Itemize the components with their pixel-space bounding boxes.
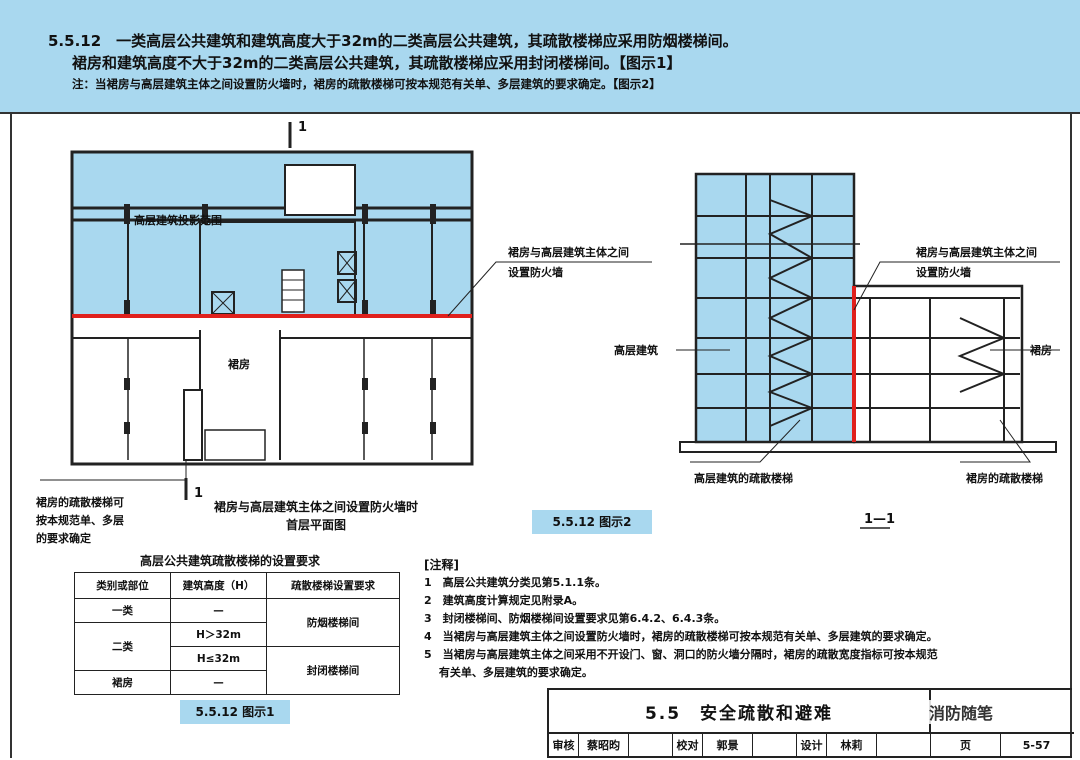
header-banner: 5.5.12 一类高层公共建筑和建筑高度大于32m的二类高层公共建筑，其疏散楼梯… bbox=[0, 0, 1080, 114]
reviewer: 蔡昭昀 bbox=[579, 734, 629, 758]
section-firewall-label-1: 裙房与高层建筑主体之间 bbox=[916, 246, 1037, 259]
review-label: 审核 bbox=[549, 734, 579, 758]
note-item: 4 当裙房与高层建筑主体之间设置防火墙时，裙房的疏散楼梯可按本规范有关单、多层建… bbox=[424, 630, 938, 643]
plan-podium-label: 裙房 bbox=[228, 358, 250, 371]
high-rise-stair-label: 高层建筑的疏散楼梯 bbox=[694, 472, 793, 485]
table-header: 建筑高度（H） bbox=[170, 572, 267, 599]
section-firewall-label-2: 设置防火墙 bbox=[916, 266, 971, 279]
note-item: 有关单、多层建筑的要求确定。 bbox=[424, 666, 593, 679]
plan-caption-1: 裙房与高层建筑主体之间设置防火墙时 bbox=[214, 500, 419, 514]
note-item: 3 封闭楼梯间、防烟楼梯间设置要求见第6.4.2、6.4.3条。 bbox=[424, 612, 726, 625]
title-block: 5.5 安全疏散和避难 审核 蔡昭昀 校对 郭景 设计 林莉 页 5-57 bbox=[547, 688, 1074, 758]
clause-line-2: 裙房和建筑高度不大于32m的二类高层公共建筑，其疏散楼梯应采用封闭楼梯间。【图示… bbox=[72, 54, 682, 72]
signature-row: 审核 蔡昭昀 校对 郭景 设计 林莉 页 5-57 bbox=[549, 734, 1074, 758]
check-signature bbox=[753, 734, 797, 758]
design-signature bbox=[877, 734, 931, 758]
clause-note: 注：当裙房与高层建筑主体之间设置防火墙时，裙房的疏散楼梯可按本规范有关单、多层建… bbox=[72, 77, 661, 91]
table-header: 疏散楼梯设置要求 bbox=[266, 572, 400, 599]
table-cell: 防烟楼梯间 bbox=[266, 598, 400, 647]
note-item: 2 建筑高度计算规定见附录A。 bbox=[424, 594, 584, 607]
section-mark-bottom: 1 bbox=[194, 486, 204, 501]
elevator-2 bbox=[337, 251, 357, 275]
section-title: 1—1 bbox=[864, 512, 896, 527]
page-number: 5-57 bbox=[1022, 739, 1051, 752]
figure-number-cell bbox=[931, 690, 1074, 734]
tower-zone-label: 高层建筑投影范围 bbox=[134, 214, 222, 227]
podium-stair-note-1: 裙房的疏散楼梯可 bbox=[36, 496, 124, 509]
table-cell: — bbox=[170, 670, 267, 695]
note-item: 5 当裙房与高层建筑主体之间采用不开设门、窗、洞口的防火墙分隔时，裙房的疏散宽度… bbox=[424, 648, 938, 661]
podium-stair-note-2: 按本规范单、多层 bbox=[36, 514, 124, 527]
table-cell: H＞32m bbox=[170, 622, 267, 647]
plan-firewall-label-1: 裙房与高层建筑主体之间 bbox=[508, 246, 629, 259]
watermark: 消防随笔 bbox=[925, 700, 998, 724]
table-cell: — bbox=[170, 598, 267, 623]
note-item: 1 高层公共建筑分类见第5.1.1条。 bbox=[424, 576, 606, 589]
high-rise-label: 高层建筑 bbox=[614, 344, 658, 357]
plan-firewall-label-2: 设置防火墙 bbox=[508, 266, 563, 279]
plan-caption-2: 首层平面图 bbox=[286, 518, 347, 532]
section-mark-top: 1 bbox=[298, 120, 308, 135]
page-label: 页 bbox=[931, 734, 1001, 758]
plan-outline bbox=[70, 150, 474, 466]
table-cell: 一类 bbox=[74, 598, 171, 623]
table-title: 高层公共建筑疏散楼梯的设置要求 bbox=[140, 554, 321, 568]
table-cell: 二类 bbox=[74, 622, 171, 671]
review-signature bbox=[629, 734, 673, 758]
table-cell: 封闭楼梯间 bbox=[266, 646, 400, 695]
section-heading: 5.5 安全疏散和避难 bbox=[549, 690, 931, 734]
elevator-3 bbox=[337, 279, 357, 303]
checker: 郭景 bbox=[703, 734, 753, 758]
page-frame bbox=[10, 114, 1072, 758]
stair-requirements-table: 类别或部位 建筑高度（H） 疏散楼梯设置要求 一类 — 防烟楼梯间 二类 H＞3… bbox=[74, 572, 400, 695]
table-header: 类别或部位 bbox=[74, 572, 171, 599]
notes-title: [注释] bbox=[424, 558, 459, 572]
podium-stair-note-3: 的要求确定 bbox=[36, 532, 91, 545]
clause-line-1: 5.5.12 一类高层公共建筑和建筑高度大于32m的二类高层公共建筑，其疏散楼梯… bbox=[48, 32, 738, 50]
table-cell: 裙房 bbox=[74, 670, 171, 695]
section-podium-label: 裙房 bbox=[1030, 344, 1052, 357]
caption-fig2: 5.5.12 图示2 bbox=[532, 510, 652, 534]
designer: 林莉 bbox=[827, 734, 877, 758]
check-label: 校对 bbox=[673, 734, 703, 758]
high-rise-zone bbox=[696, 174, 854, 442]
table-cell: H≤32m bbox=[170, 646, 267, 671]
podium-stair-label: 裙房的疏散楼梯 bbox=[966, 472, 1043, 485]
design-label: 设计 bbox=[797, 734, 827, 758]
caption-fig1: 5.5.12 图示1 bbox=[180, 700, 290, 724]
